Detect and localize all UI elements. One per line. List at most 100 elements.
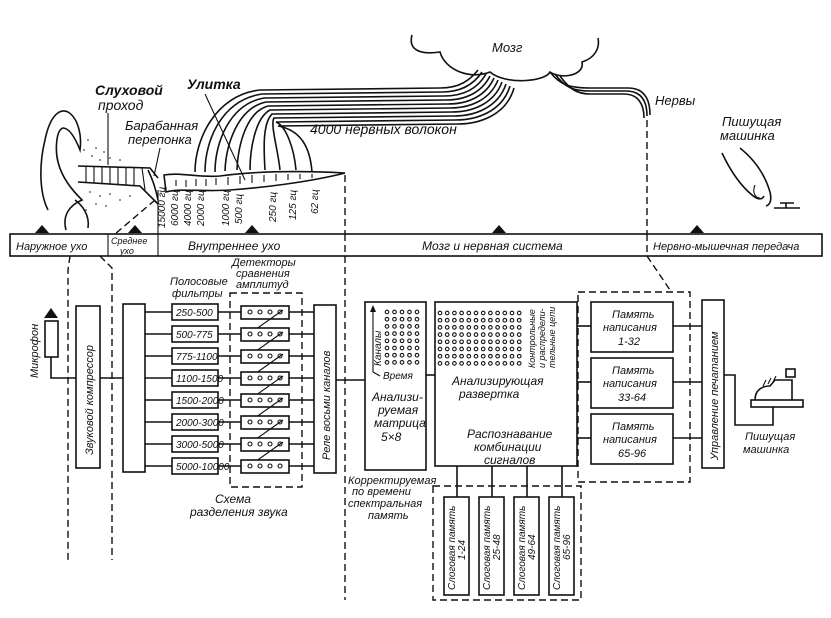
stage-outer-ear: Наружное ухо (16, 241, 87, 253)
scan-cell (502, 317, 508, 323)
marker-triangle (690, 225, 704, 233)
label-typewriter-1: Пишущая (745, 431, 795, 443)
scan-cell (495, 353, 500, 359)
detector-contact (257, 309, 263, 315)
relay-block (313, 304, 337, 474)
scan-cell (509, 353, 515, 359)
freq-label: 15000 гц (157, 186, 168, 228)
splitter-block (122, 303, 146, 473)
cochlea (163, 170, 346, 194)
writing-memory-title: написания (603, 434, 657, 446)
scan-cell (444, 361, 450, 366)
scan-cell (466, 346, 472, 352)
detector-contact (277, 463, 283, 469)
detector-contact (277, 309, 283, 315)
filter-range-label: 1100-1500 (176, 374, 224, 385)
filter-range-label: 1500-2000 (176, 396, 224, 407)
label-typewriter-top-1: Пишущая (722, 114, 781, 129)
eardrum-pointer (153, 147, 161, 177)
scan-cell (473, 310, 479, 316)
syllable-memory-block (513, 496, 540, 596)
scan-cell (466, 325, 472, 330)
detector-contact (277, 331, 283, 337)
matrix-cell (399, 324, 405, 329)
matrix-cell (399, 352, 405, 358)
label-nerve-fibers: 4000 нервных волокон (310, 121, 457, 137)
syllable-memory-range: 49-64 (527, 534, 538, 560)
freq-label: 250 гц (268, 192, 279, 223)
scan-cell (437, 353, 443, 359)
freq-label: 6000 гц (170, 190, 181, 226)
writing-memory-block (590, 413, 674, 465)
sound-compressor-block (75, 305, 101, 469)
matrix-cell (414, 316, 420, 322)
label-typewriter-top-2: машинка (720, 128, 775, 143)
label-eardrum-1: Барабанная (125, 118, 198, 133)
matrix-cell (392, 345, 397, 351)
microphone-icon (44, 320, 59, 358)
scan-cell (444, 353, 450, 359)
scan-cell (444, 325, 450, 330)
matrix-cell (399, 309, 405, 315)
scan-cell (452, 361, 457, 366)
scan-cell (480, 339, 486, 345)
scan-cell (502, 339, 508, 345)
filter-range-label: 250-500 (175, 308, 213, 319)
label-compressor: Звуковой компрессор (84, 345, 96, 455)
detector-contact (267, 375, 273, 381)
scan-cell (459, 346, 464, 352)
syllable-memory-range: 25-48 (492, 534, 503, 561)
matrix-cell (407, 331, 412, 336)
label-spectral-memory-4: память (368, 510, 409, 522)
matrix-cell (414, 309, 420, 315)
matrix-cell (392, 352, 397, 358)
stage-brain-nervous-system: Мозг и нервная система (422, 239, 563, 253)
label-control-3: тельные цепи (547, 307, 557, 368)
label-recognition-2: комбинации (474, 440, 542, 454)
detector-contact (277, 353, 283, 359)
label-filters-2: фильтры (172, 288, 223, 300)
scan-cell (459, 325, 464, 330)
filter-range-label: 2000-3000 (175, 418, 224, 429)
writing-memory-title: Память (612, 309, 655, 321)
detector-contact (277, 419, 283, 425)
writing-memory-range: 1-32 (618, 336, 640, 348)
scan-cell (502, 332, 508, 337)
scan-cell (502, 346, 508, 352)
detector-contact (257, 397, 263, 403)
scan-cell (452, 325, 457, 330)
scan-cell (516, 325, 522, 330)
syllable-memory-block (548, 496, 575, 596)
cochlea-pointer (204, 93, 246, 181)
scan-cell (488, 339, 493, 345)
label-matrix-2: руемая (377, 403, 419, 417)
label-cochlea: Улитка (187, 76, 241, 92)
label-relay: Реле восьми каналов (321, 350, 333, 460)
detector-contact (247, 419, 253, 425)
scan-cell (473, 339, 479, 345)
label-typewriter-2: машинка (743, 444, 789, 456)
matrix-cell (414, 338, 420, 344)
label-spectral-memory-3: спектральная (348, 498, 422, 510)
scan-cell (509, 332, 515, 337)
scan-cell (509, 310, 515, 316)
scan-cell (495, 346, 500, 352)
matrix-cell (399, 360, 405, 365)
detector-contact (267, 441, 273, 447)
detector-contact (257, 441, 263, 447)
writing-memory-block (590, 301, 674, 353)
scan-cell (437, 317, 443, 323)
detector-contact (277, 441, 283, 447)
scan-cell (466, 339, 472, 345)
label-scan-1: Анализирующая (451, 374, 544, 388)
scan-cell (466, 353, 472, 359)
scan-cell (502, 353, 508, 359)
label-matrix-3: матрица (374, 416, 426, 430)
scan-cell (488, 346, 493, 352)
label-control-1: Контрольные (527, 309, 537, 368)
brain-cloud (410, 34, 600, 82)
writing-memory-group (577, 291, 691, 483)
label-spectral-memory-1: Корректируемая (348, 475, 436, 487)
detector-contact (247, 353, 253, 359)
scan-cell (473, 353, 479, 359)
